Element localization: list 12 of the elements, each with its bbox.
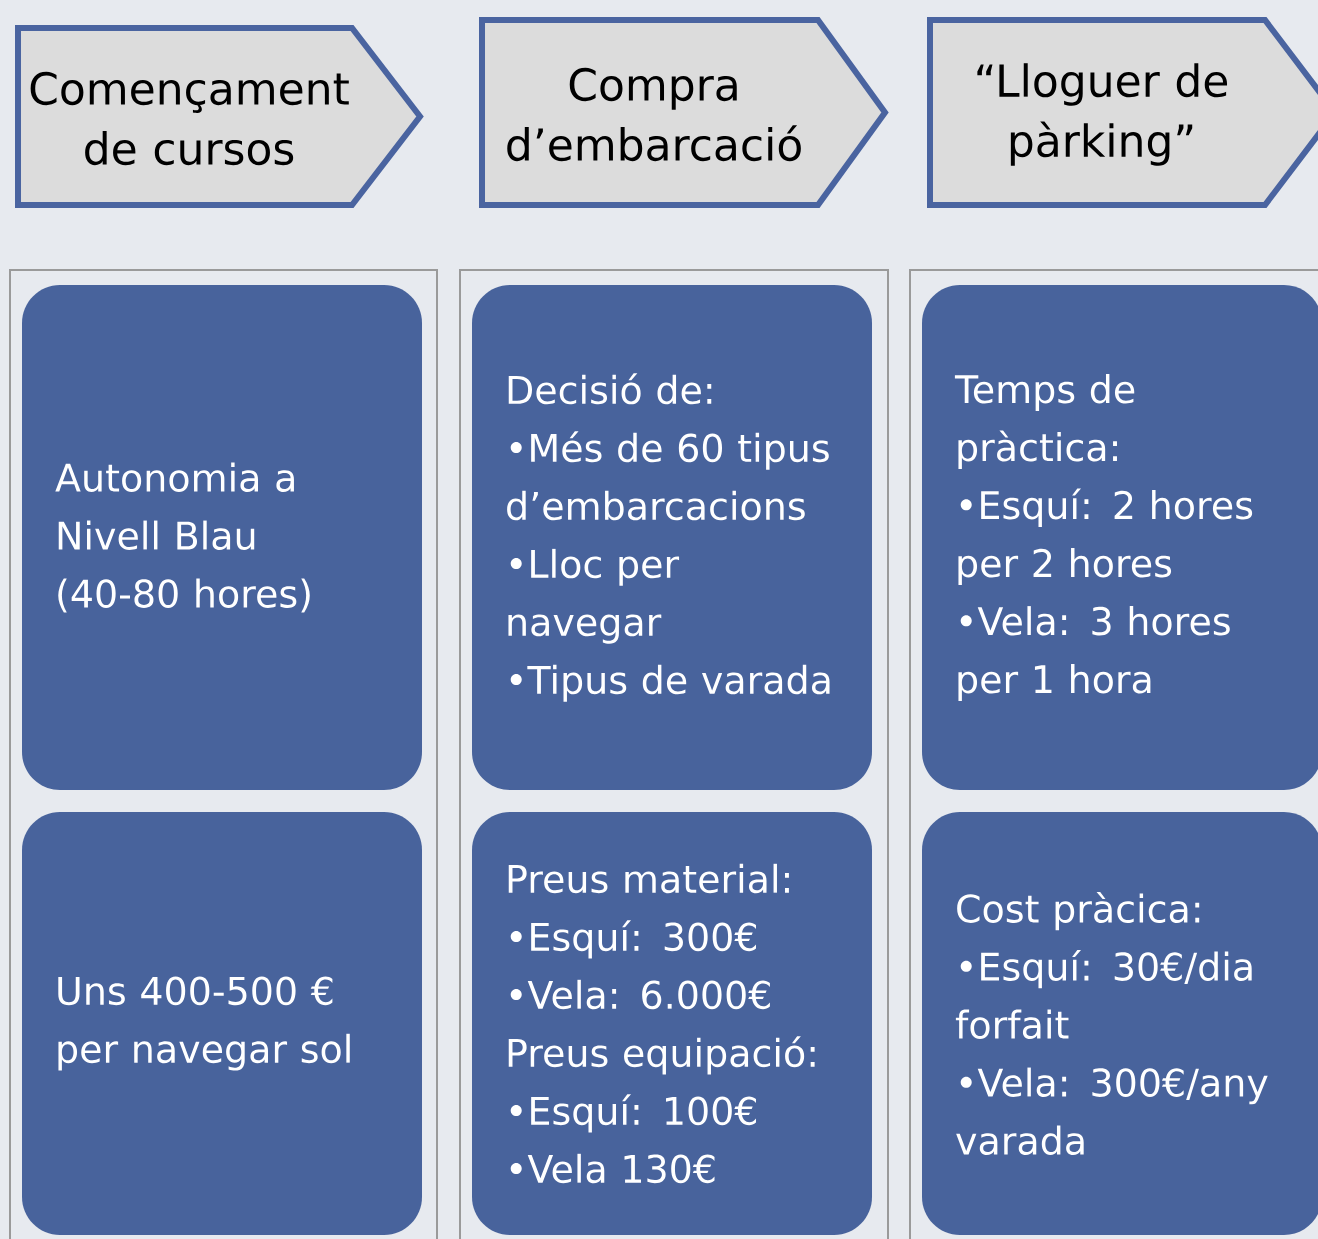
info-box: Autonomia a Nivell Blau (40-80 hores) xyxy=(22,285,422,790)
info-box: Decisió de: •Més de 60 tipus d’embarcacions •Lloc per navegar •Tipus de varada xyxy=(472,285,872,790)
info-box: Temps de pràctica: •Esquí: 2 hores per 2 hores •Vela: 3 hores per 1 hora xyxy=(922,285,1318,790)
info-box: Preus material: •Esquí: 300€ •Vela: 6.000€ Preus equipació: •Esquí: 100€ •Vela 130€ xyxy=(472,812,872,1235)
chevron-box: Començament de cursos xyxy=(15,25,424,208)
column-frame xyxy=(9,269,438,1239)
chevron-box: Compra d’embarcació xyxy=(479,17,889,208)
info-box: Cost pràcica: •Esquí: 30€/dia forfait •Vela: 300€/any varada xyxy=(922,812,1318,1235)
chevron-box: “Lloguer de pàrking” xyxy=(927,17,1318,208)
column-frame xyxy=(909,269,1318,1239)
column-frame xyxy=(459,269,889,1239)
info-box: Uns 400-500 € per navegar sol xyxy=(22,812,422,1235)
